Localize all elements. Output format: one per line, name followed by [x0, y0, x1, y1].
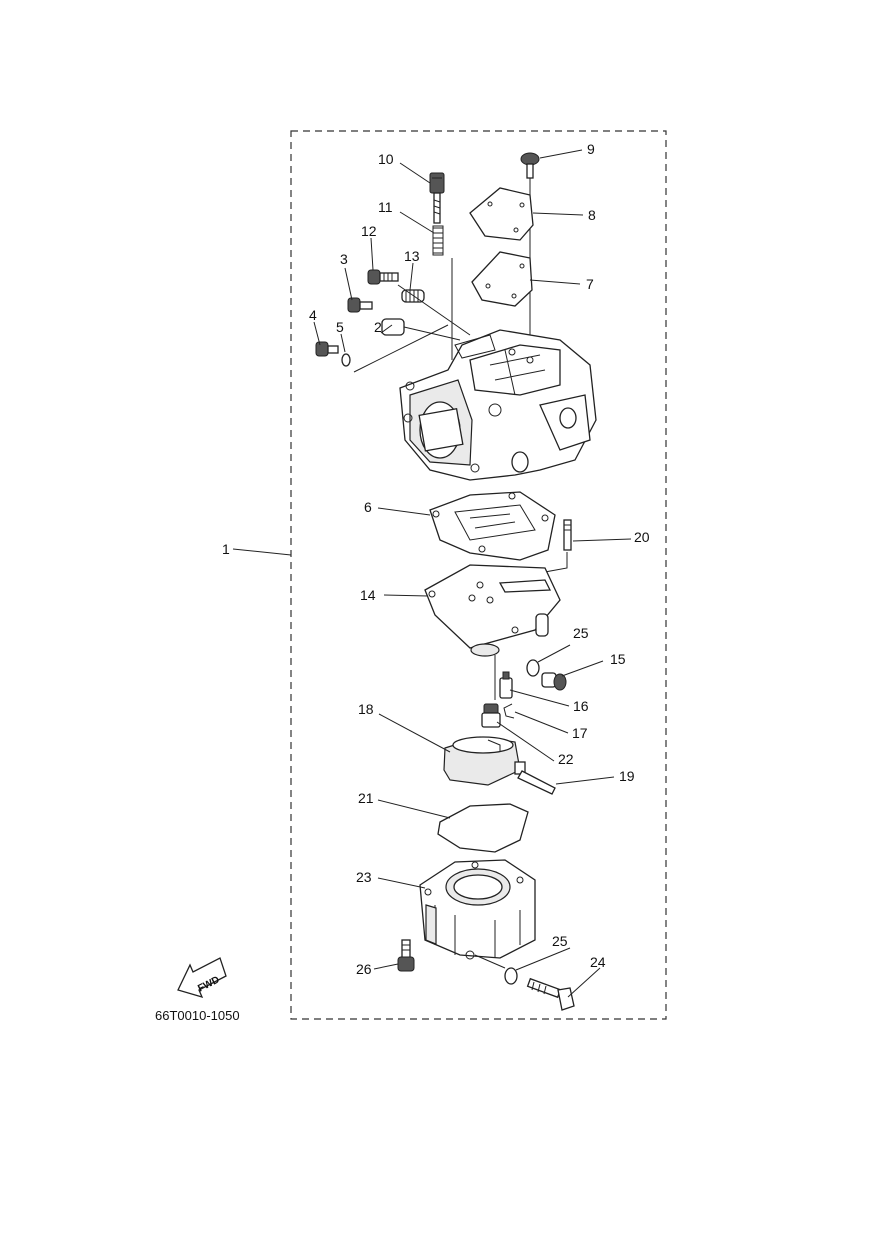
part-plate-14	[424, 564, 561, 657]
part-needle-20	[563, 519, 572, 551]
callout-10: 10	[378, 151, 394, 167]
part-screw-26	[397, 939, 415, 972]
callout-15: 15	[610, 651, 626, 667]
callout-18: 18	[358, 701, 374, 717]
callout-19: 19	[619, 768, 635, 784]
part-screw-3	[347, 297, 373, 313]
callout-23: 23	[356, 869, 372, 885]
part-pin-19	[517, 770, 556, 795]
part-gasket-6	[429, 491, 556, 561]
part-main-jet-22	[481, 703, 501, 728]
callout-13: 13	[404, 248, 420, 264]
part-screw-12	[367, 269, 399, 285]
callout-5: 5	[336, 319, 344, 335]
part-float-bowl-23	[419, 859, 536, 960]
callout-22: 22	[558, 751, 574, 767]
callout-26: 26	[356, 961, 372, 977]
part-needle-valve-16	[499, 671, 513, 699]
callout-3: 3	[340, 251, 348, 267]
callout-14: 14	[360, 587, 376, 603]
part-plug-15	[541, 672, 567, 691]
part-sleeve-2	[381, 318, 405, 336]
fwd-arrow-icon: FWD	[177, 957, 227, 999]
part-clip-17	[503, 703, 515, 719]
assembly-boundary	[290, 130, 667, 1020]
part-carburetor-body	[399, 329, 597, 481]
callout-24: 24	[590, 954, 606, 970]
part-drain-screw-24	[526, 977, 575, 1011]
callout-9: 9	[587, 141, 595, 157]
callout-20: 20	[634, 529, 650, 545]
part-washer-25-lower	[504, 967, 518, 985]
callout-7: 7	[586, 276, 594, 292]
callout-25-lower: 25	[552, 933, 568, 949]
part-code: 66T0010-1050	[155, 1008, 240, 1023]
callout-4: 4	[309, 307, 317, 323]
callout-25-upper: 25	[573, 625, 589, 641]
part-pilot-screw	[429, 172, 445, 224]
part-screw-9	[520, 152, 540, 179]
part-gasket-7	[471, 251, 533, 307]
leader-lines	[232, 149, 632, 998]
part-spring-11	[432, 225, 444, 256]
part-gasket-21	[437, 803, 529, 853]
callout-6: 6	[364, 499, 372, 515]
callout-21: 21	[358, 790, 374, 806]
part-cover-8	[469, 187, 534, 241]
callout-17: 17	[572, 725, 588, 741]
part-washer-5	[341, 353, 351, 367]
part-float-18	[443, 736, 526, 786]
callout-8: 8	[588, 207, 596, 223]
callout-11: 11	[378, 199, 393, 215]
callout-16: 16	[573, 698, 589, 714]
callout-labels: 1 2 3 4 5 6 7 8 9 10 11 12 13 14 15 16 1…	[222, 141, 650, 977]
part-washer-25-upper	[526, 659, 540, 677]
callout-1: 1	[222, 541, 230, 557]
callout-2: 2	[374, 319, 382, 335]
callout-12: 12	[361, 223, 377, 239]
part-screw-4	[315, 341, 339, 357]
